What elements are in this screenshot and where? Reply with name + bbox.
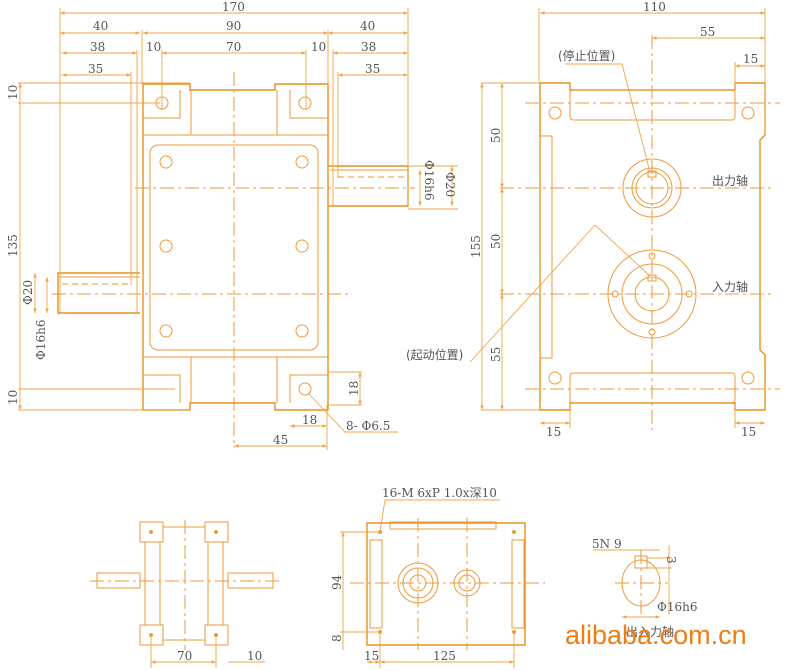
dim-10-right: 10: [311, 40, 326, 54]
side-labels: 110 55 15 155 50 50 55 15 15 (停止位置) (起动位…: [406, 0, 758, 439]
dim-38-left: 38: [90, 40, 105, 54]
side-dimension-lines: [469, 8, 766, 428]
dim-3: 3: [664, 556, 678, 564]
dim-phi16h6-right: Φ16h6: [422, 160, 436, 200]
start-position-label: (起动位置): [406, 347, 463, 362]
front-centerlines: [52, 72, 415, 448]
dim-5n9: 5N 9: [592, 537, 622, 551]
front-housing-outline: [142, 83, 329, 411]
dim-15-bottom-left: 15: [546, 425, 561, 439]
dim-38-right: 38: [361, 40, 376, 54]
left-shaft: [57, 272, 140, 314]
dim-90: 90: [226, 19, 241, 33]
front-dimension-labels: 170 40 90 40 38 10 70 10 38 35 35 10 135…: [6, 0, 457, 447]
dim-35-left: 35: [88, 62, 103, 76]
dim-40-left: 40: [93, 19, 108, 33]
dim-155: 155: [469, 235, 483, 258]
dim-8: 8: [330, 634, 344, 642]
front-view: 170 40 90 40 38 10 70 10 38 35 35 10 135…: [6, 0, 458, 450]
dim-50-upper: 50: [489, 128, 503, 143]
thread-note: 16-M 6xP 1.0x深10: [382, 486, 497, 500]
front-dimension-lines: [18, 8, 458, 450]
dim-15-top: 15: [743, 52, 758, 66]
input-shaft-label: 入力轴: [712, 279, 748, 294]
dim-10-left: 10: [146, 40, 161, 54]
dim-10-bottom: 10: [6, 390, 20, 405]
dim-70-bottom: 70: [177, 649, 192, 663]
stop-position-label: (停止位置): [558, 48, 615, 63]
dim-phi20-right: Φ20: [443, 172, 457, 197]
output-shaft-label: 出力轴: [712, 173, 748, 188]
dim-phi20-left: Φ20: [21, 280, 35, 305]
dim-45: 45: [273, 433, 288, 447]
dim-10-bottom: 10: [247, 649, 262, 663]
dim-15-middle: 15: [364, 649, 379, 663]
dim-10-top: 10: [6, 85, 20, 100]
dim-55-top: 55: [700, 25, 715, 39]
dim-110: 110: [643, 0, 666, 14]
dim-15-bottom-right: 15: [741, 425, 756, 439]
dim-40-right: 40: [360, 19, 375, 33]
dim-phi16h6-left: Φ16h6: [34, 320, 48, 360]
bottom-middle-view: 16-M 6xP 1.0x深10 94 8 15 125: [330, 486, 545, 668]
side-view: 110 55 15 155 50 50 55 15 15 (停止位置) (起动位…: [406, 0, 780, 439]
right-shaft: [328, 165, 409, 207]
bottom-left-view: 70 10: [90, 520, 280, 668]
dim-18-vertical: 18: [347, 381, 361, 396]
dim-94: 94: [330, 574, 344, 590]
dim-125: 125: [433, 649, 456, 663]
keyway-shaft-label: 出入力轴: [626, 624, 674, 639]
side-centerlines: [500, 35, 775, 430]
dim-170: 170: [222, 0, 245, 14]
watermark: alibaba.com.cn: [565, 620, 747, 650]
holes-note: 8- Φ6.5: [346, 419, 390, 433]
keyway-detail: 5N 9 3 Φ16h6 出入力轴: [592, 537, 697, 639]
dim-135: 135: [6, 234, 20, 257]
dim-18-horizontal: 18: [302, 413, 317, 427]
dim-70: 70: [226, 40, 241, 54]
dim-phi16h6-keyway: Φ16h6: [657, 600, 697, 614]
dim-55-lower: 55: [489, 347, 503, 362]
dim-50-middle: 50: [489, 234, 503, 249]
dim-35-right: 35: [365, 62, 380, 76]
